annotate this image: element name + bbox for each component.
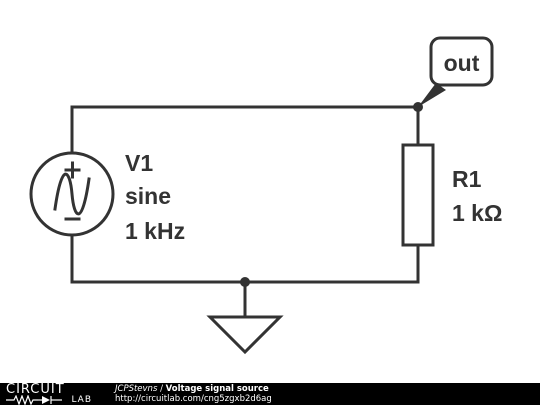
- credit-separator: /: [157, 384, 166, 394]
- junction-dot-ground: [240, 277, 250, 287]
- output-label-box: [429, 36, 494, 87]
- logo-wordmark-top: CIRCUIT: [6, 382, 65, 397]
- resistor-body: [401, 143, 435, 247]
- logo-wordmark-bottom-row: LAB: [6, 395, 96, 405]
- circuitlab-logo[interactable]: CIRCUIT LAB: [6, 383, 96, 405]
- output-label: out: [418, 36, 494, 107]
- sine-source-symbol: [29, 151, 115, 237]
- circuit-title[interactable]: Voltage signal source: [165, 384, 269, 394]
- source-type-label: sine: [125, 183, 171, 209]
- resistor-name-label: R1: [452, 166, 482, 192]
- source-frequency-label: 1 kHz: [125, 218, 185, 244]
- output-label-pointer: [418, 83, 446, 107]
- logo-wordmark-lab: LAB: [71, 395, 92, 405]
- circuit-schematic: out V1 sine 1 kHz R1 1 kΩ: [29, 36, 502, 355]
- resistor-value-label: 1 kΩ: [452, 200, 502, 226]
- ground-symbol: [206, 315, 284, 355]
- credit-line: JCPStevns / Voltage signal source: [115, 384, 269, 394]
- resistor-squiggle-icon: [6, 395, 62, 405]
- source-name-label: V1: [125, 150, 153, 176]
- wires: [70, 105, 420, 319]
- circuit-url[interactable]: http://circuitlab.com/cng5zgxb2d6ag: [115, 394, 272, 404]
- output-label-text: out: [444, 50, 480, 76]
- sine-wave: [53, 172, 91, 216]
- source-circle: [29, 151, 115, 237]
- footer-bar: CIRCUIT LAB JCPStevns / Voltage signal s…: [0, 383, 540, 405]
- author-link[interactable]: JCPStevns: [115, 384, 158, 394]
